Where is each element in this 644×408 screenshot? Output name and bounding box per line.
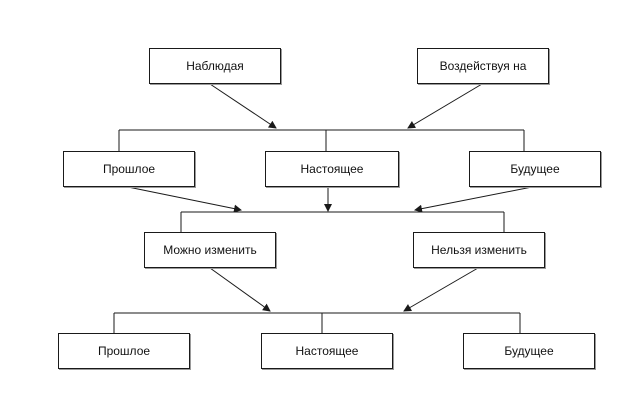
box-present-top: Настоящее: [265, 151, 399, 187]
box-influencing: Воздействуя на: [417, 48, 549, 84]
connector-cannot-change-to-bar3: [403, 267, 479, 312]
box-observing-label: Наблюдая: [186, 59, 244, 73]
connector-influencing-to-bar1: [407, 83, 483, 129]
connector-past-to-bar2: [127, 186, 242, 213]
connector-can-change-to-bar3: [209, 267, 271, 312]
box-influencing-label: Воздействуя на: [439, 59, 527, 73]
box-past-bottom-label: Прошлое: [97, 344, 151, 358]
box-past-bottom: Прошлое: [58, 333, 190, 369]
box-past-top: Прошлое: [63, 151, 195, 187]
connector-future-to-bar2: [414, 186, 533, 213]
box-present-bottom: Настоящее: [261, 333, 393, 369]
box-can-change-label: Можно изменить: [163, 243, 257, 257]
box-past-top-label: Прошлое: [102, 162, 156, 176]
box-cannot-change-label: Нельзя изменить: [431, 243, 527, 257]
box-future-bottom: Будущее: [463, 333, 595, 369]
box-future-top-label: Будущее: [510, 162, 560, 176]
box-present-top-label: Настоящее: [300, 162, 364, 176]
box-future-top: Будущее: [469, 151, 601, 187]
box-present-bottom-label: Настоящее: [295, 344, 359, 358]
box-cannot-change: Нельзя изменить: [413, 232, 545, 268]
box-can-change: Можно изменить: [144, 232, 276, 268]
box-future-bottom-label: Будущее: [504, 344, 554, 358]
connector-observing-to-bar1: [209, 83, 277, 129]
box-observing: Наблюдая: [149, 48, 281, 84]
